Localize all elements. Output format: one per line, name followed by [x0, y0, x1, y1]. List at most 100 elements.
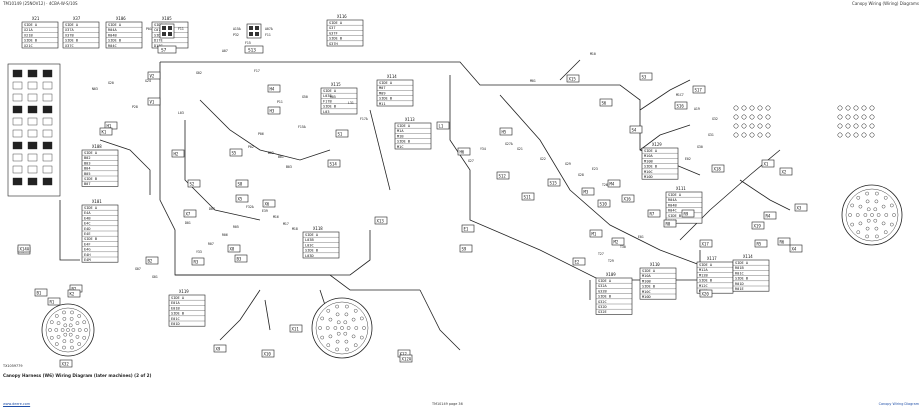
connector-row: SIDE A — [397, 124, 411, 128]
component-x8: X8 — [227, 244, 241, 253]
wire-label: P28 — [132, 105, 138, 109]
connector-row: R04A — [108, 28, 117, 32]
connector-row: R01C — [735, 271, 744, 275]
component-x18: X18 — [711, 164, 725, 173]
connector-row: E4D — [84, 227, 91, 231]
connector-row: M10B — [642, 279, 651, 283]
component-id: X12A — [402, 356, 412, 361]
component-v1: V1 — [147, 97, 161, 106]
connector-row: SIDE B — [323, 105, 336, 109]
component-id: X18 — [714, 166, 722, 171]
component-id: R3 — [194, 259, 199, 264]
component-k2: K2 — [67, 289, 81, 298]
component-id: R2 — [72, 286, 77, 291]
pin-label: P01 — [146, 27, 152, 31]
connector-row: X37C — [65, 44, 74, 48]
connector-row: E01A — [171, 301, 180, 305]
component-id: R7 — [650, 211, 655, 216]
wire-label: G22 — [540, 157, 546, 161]
component-h6: H6 — [457, 147, 471, 156]
component-id: X13 — [377, 218, 385, 223]
footer-right: Canopy Wiring Diagram — [878, 402, 919, 406]
connector-row: E4H — [84, 253, 91, 257]
wire-label: P11 — [277, 100, 283, 104]
connector-id: X114 — [387, 74, 397, 79]
connector-row: SIDE B — [305, 249, 318, 253]
component-x4: X4 — [789, 244, 803, 253]
footer-link[interactable]: www.deere.com — [3, 402, 31, 406]
component-id: S16 — [677, 103, 685, 108]
component-m4: M4 — [607, 179, 621, 188]
component-id: H4 — [270, 86, 275, 91]
connector-row: M12A — [699, 268, 708, 272]
wire-label: R05 — [233, 225, 239, 229]
connector-row: R04C — [108, 44, 117, 48]
wire-label: E23 — [592, 167, 598, 171]
wire-label: G50 — [302, 95, 308, 99]
wire-label: G31 — [708, 133, 714, 137]
connector-row: SIDE B — [642, 285, 655, 289]
connector-row: SIDE A — [108, 23, 122, 27]
component-id: X19 — [754, 223, 762, 228]
connector-id: X115 — [331, 82, 341, 87]
component-id: X7 — [186, 211, 191, 216]
component-id: R1 — [50, 299, 55, 304]
pin-label: F11 — [178, 27, 184, 31]
component-id: B1 — [37, 290, 42, 295]
component-id: X15 — [569, 76, 577, 81]
connector-row: B03 — [84, 161, 91, 165]
component-e2: E2 — [572, 257, 586, 266]
wire-label: T27 — [598, 252, 604, 256]
wire-label: M17 — [283, 222, 289, 226]
connector-row: L03D — [305, 254, 314, 258]
component-k1: K1 — [99, 127, 113, 136]
wire-label: M01 — [530, 79, 536, 83]
component-x16: X16 — [621, 194, 635, 203]
wire-label: G21 — [517, 147, 523, 151]
component-id: X10 — [264, 351, 272, 356]
wire-label: P06 — [258, 132, 264, 136]
connector-row: M1B — [397, 134, 404, 138]
wire-label: E01 — [638, 235, 644, 239]
component-s8: S8 — [235, 179, 249, 188]
component-x19: X19 — [751, 221, 765, 230]
component-id: X8 — [230, 246, 235, 251]
wire-label: M18 — [292, 227, 298, 231]
connector-row: R04B — [668, 203, 677, 207]
connector-row: SIDE A — [84, 151, 98, 155]
component-id: M4 — [610, 181, 615, 186]
connector-row: B07 — [84, 182, 91, 186]
connector-row: SIDE A — [65, 23, 79, 27]
pin-block-1 — [733, 105, 771, 138]
connector-row: SIDE A — [171, 296, 185, 300]
connector-row: M09 — [379, 91, 386, 95]
connector-id: X129 — [652, 142, 662, 147]
component-id: R6 — [780, 239, 785, 244]
connector-id: X110 — [650, 262, 660, 267]
wire-label: G32 — [712, 117, 718, 121]
connector-row: SIDE A — [305, 233, 319, 237]
connector-row: SIDE B — [598, 295, 611, 299]
component-id: R9 — [684, 211, 689, 216]
component-id: K2 — [70, 291, 75, 296]
component-id: R4 — [766, 213, 771, 218]
component-r7: R7 — [647, 209, 661, 218]
connector-row: B04 — [84, 167, 91, 171]
component-m3: M3 — [581, 187, 595, 196]
component-x11: X11 — [289, 324, 303, 333]
component-s15: S15 — [547, 178, 561, 187]
connector-row: L03E — [323, 94, 332, 98]
connector-row: G37 — [329, 26, 336, 30]
connector-id: X21 — [32, 16, 40, 21]
connector-id: X114 — [743, 254, 753, 259]
wire-label: G29 — [565, 162, 571, 166]
connector-row: E01B — [171, 306, 180, 310]
reference-code: TX1059779 — [3, 364, 23, 368]
connector-row: G32C — [598, 300, 607, 304]
